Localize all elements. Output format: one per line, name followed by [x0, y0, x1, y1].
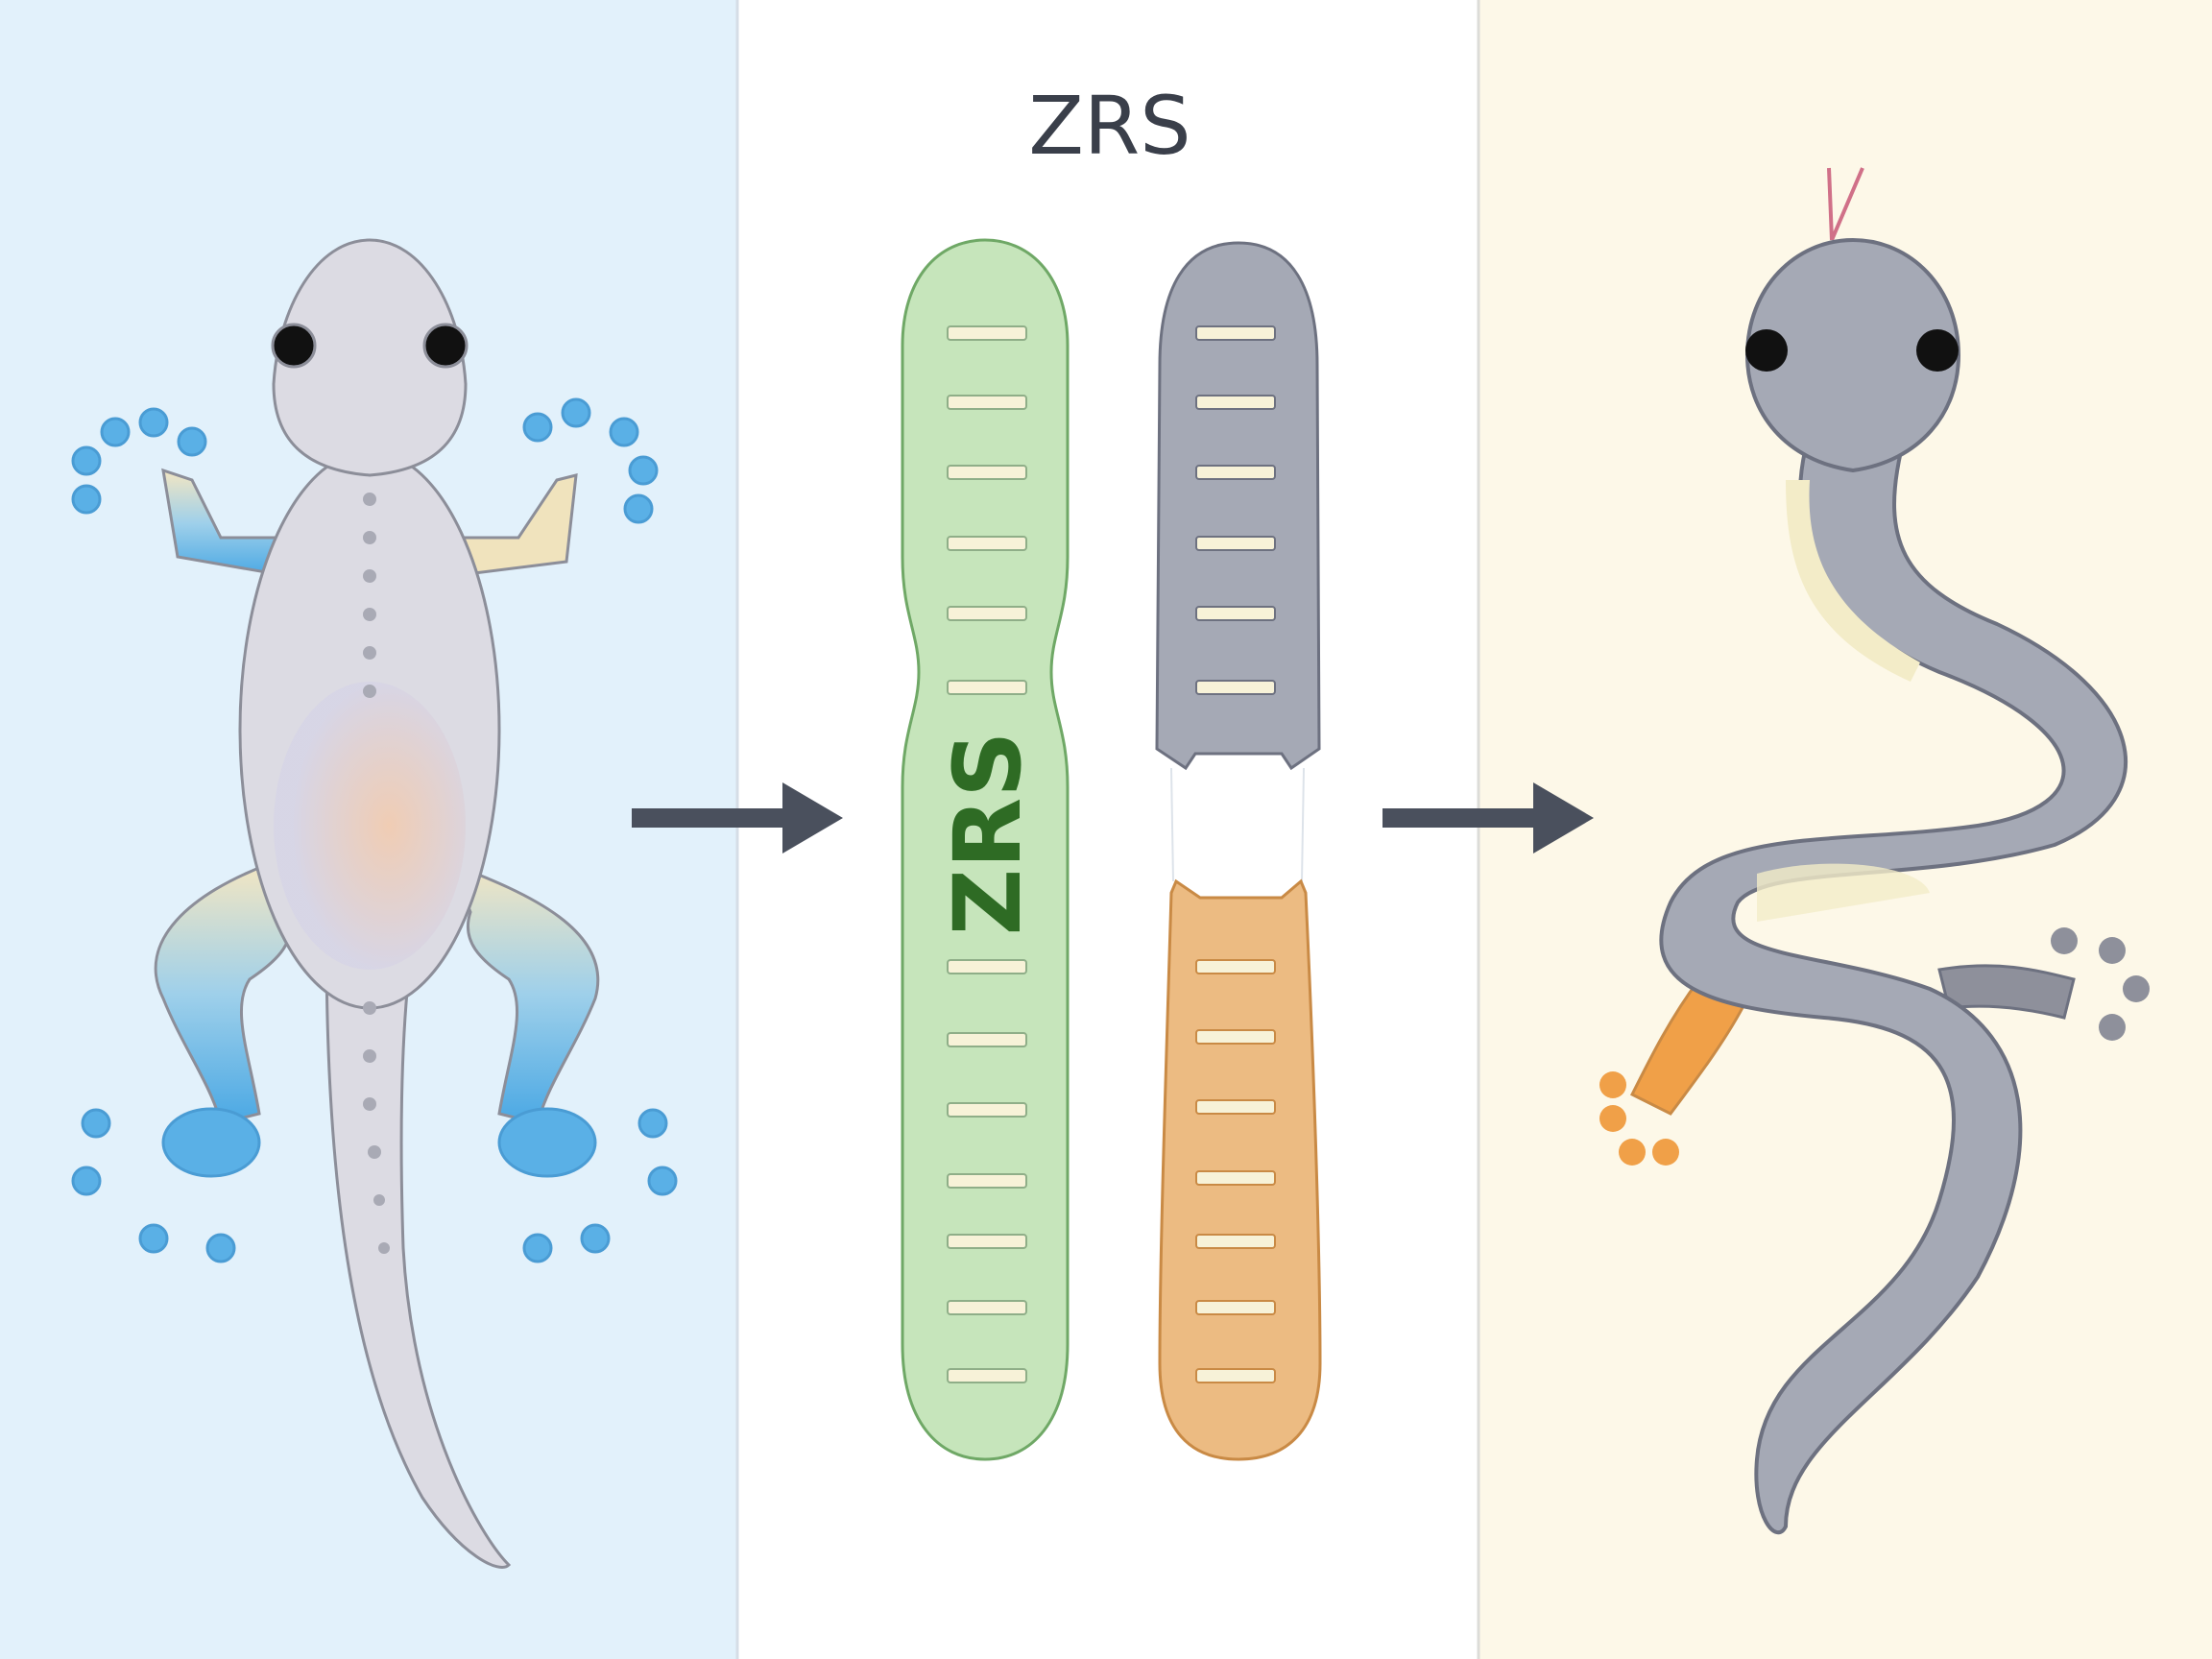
figure-title: ZRS: [1028, 79, 1190, 173]
gray-chromosome-arm: [1155, 241, 1321, 771]
green-chromosome: ZRS: [901, 238, 1070, 1461]
orange-chromosome-arm: [1158, 878, 1322, 1461]
zrs-region-label: ZRS: [934, 732, 1042, 936]
lizard-illustration: [71, 238, 678, 1569]
middle-panel: [737, 0, 1479, 1659]
arrow-right-icon: [1382, 782, 1594, 854]
chromosome-gap: [1301, 767, 1305, 882]
snake-illustration: [1599, 167, 2150, 1534]
arrow-right-icon: [632, 782, 843, 854]
chromosome-gap: [1170, 767, 1174, 882]
